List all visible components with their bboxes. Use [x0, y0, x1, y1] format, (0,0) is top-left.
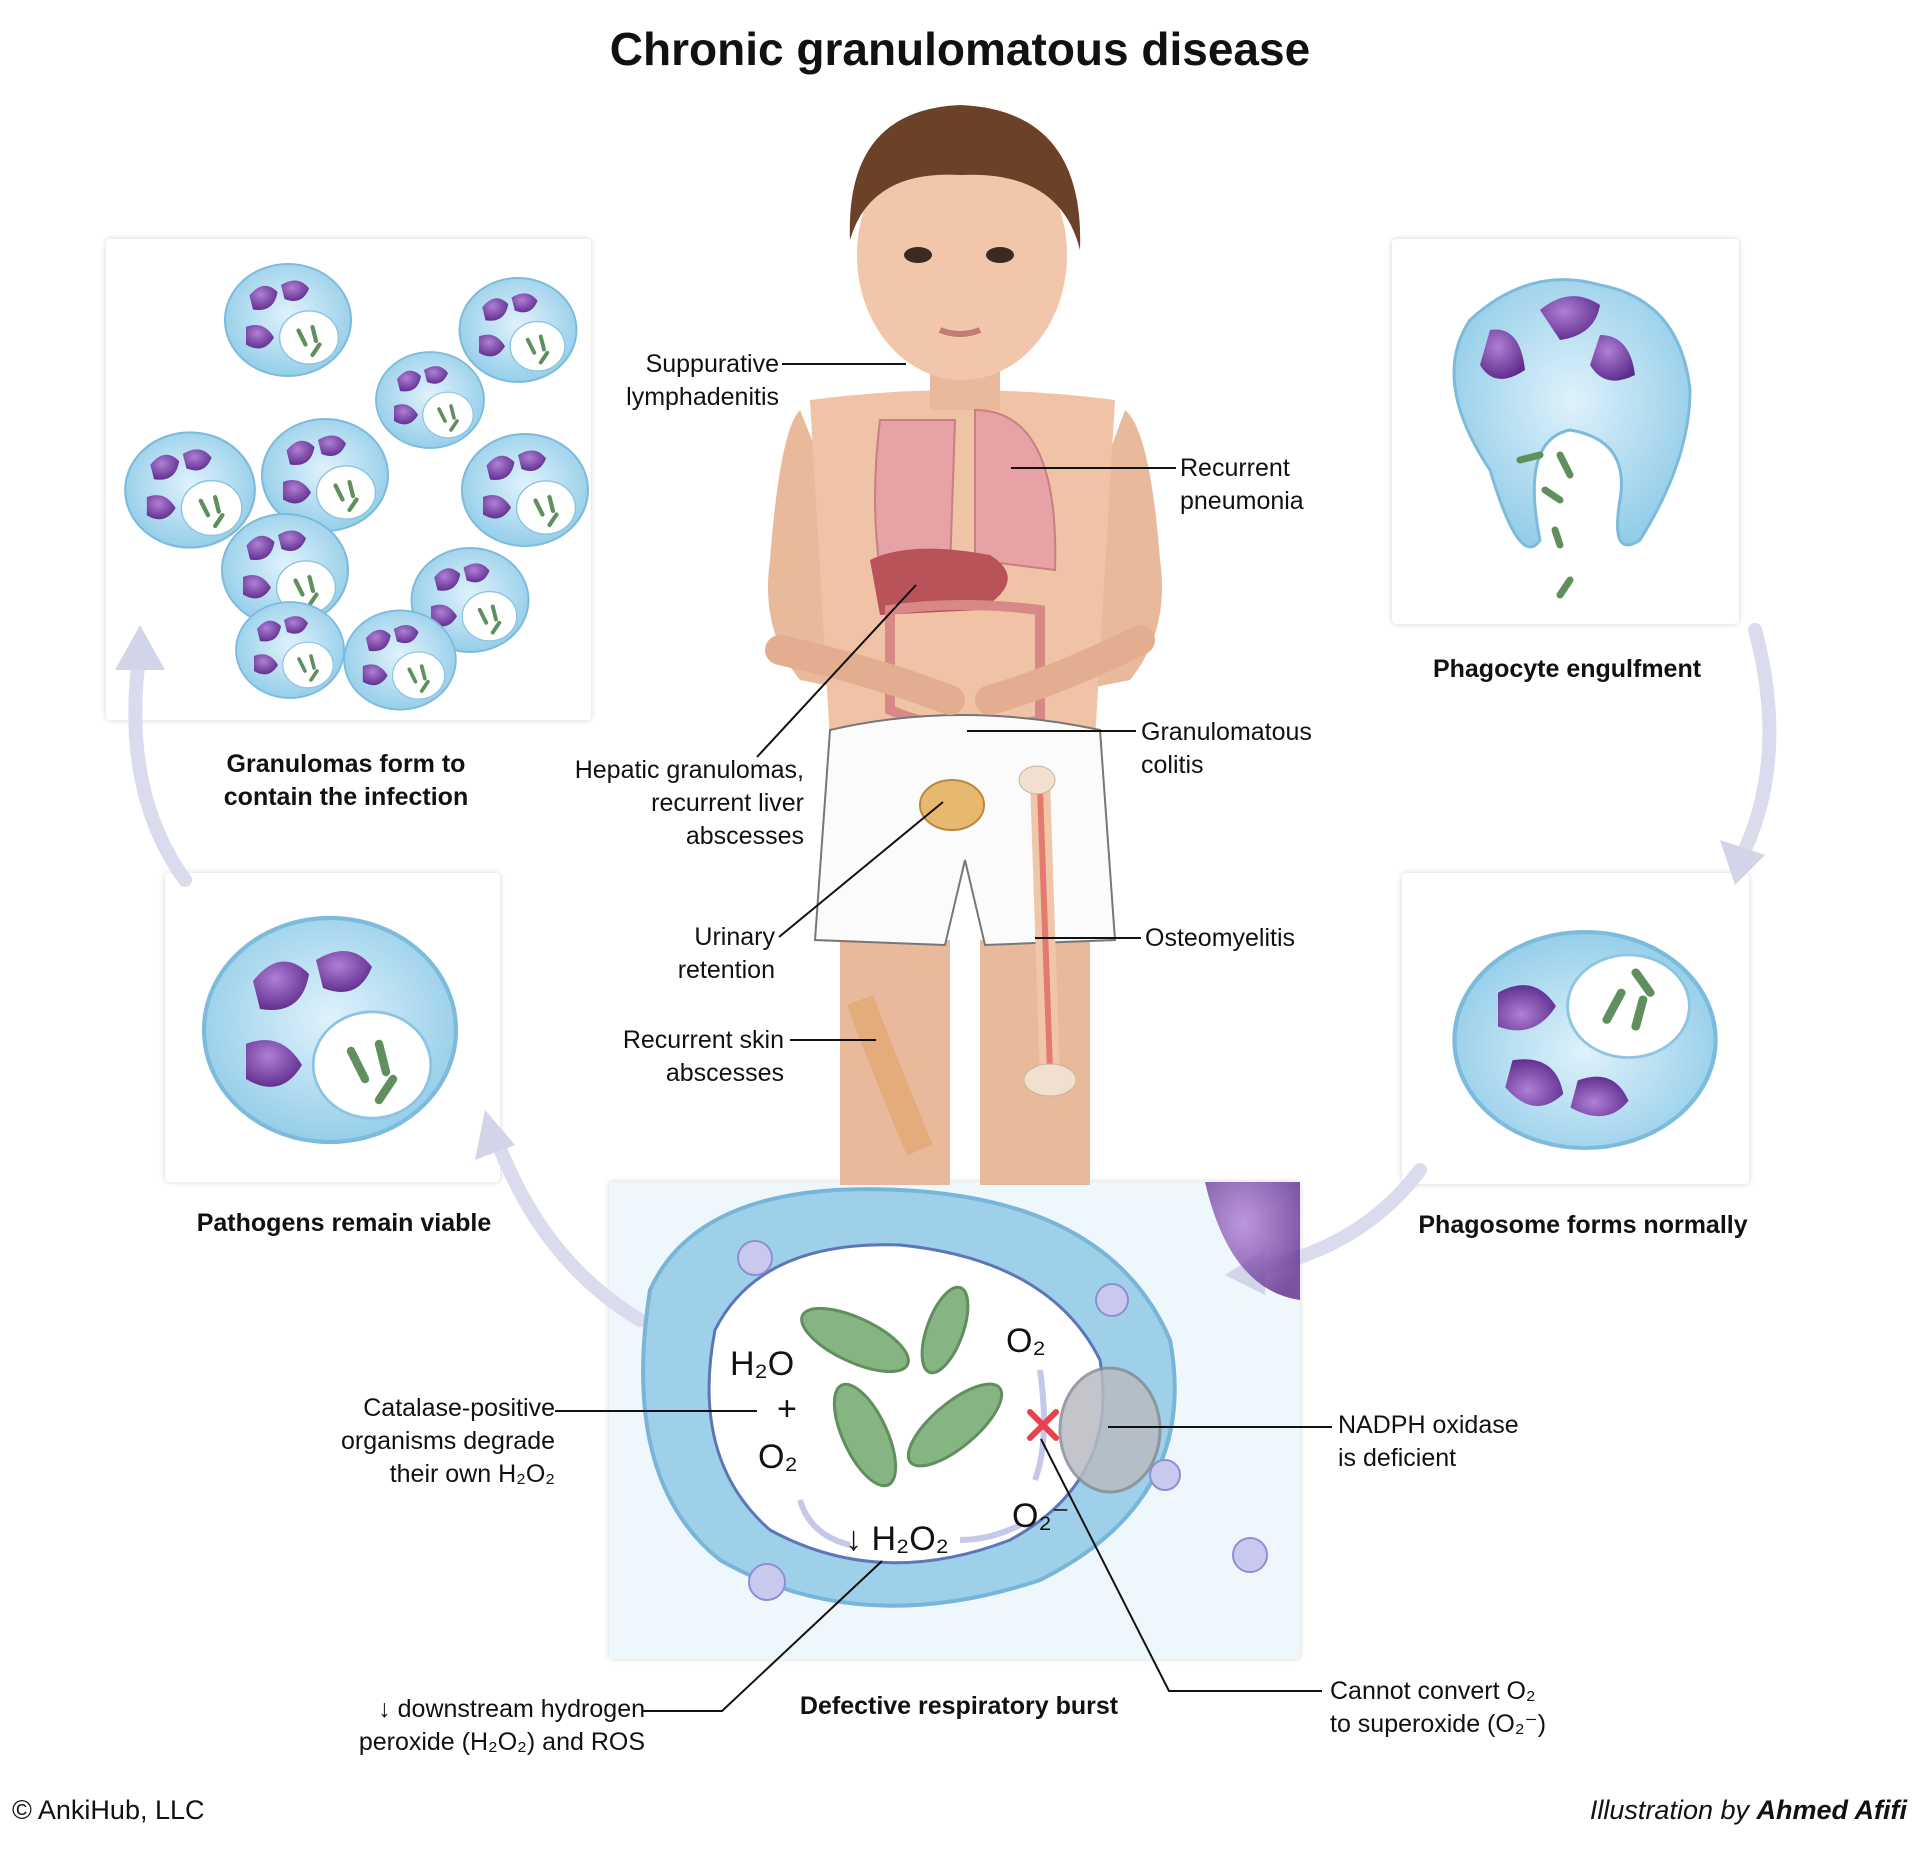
- callout-hepatic: Hepatic granulomas, recurrent liver absces…: [575, 754, 804, 853]
- o2-product-label: O₂: [758, 1438, 798, 1476]
- callout-pneumonia: Recurrent pneumonia: [1180, 452, 1304, 518]
- h2o2-label: ↓ H₂O₂: [845, 1520, 949, 1558]
- callout-text: Cannot convert O₂: [1330, 1677, 1536, 1705]
- copyright: © AnkiHub, LLC: [12, 1795, 205, 1825]
- callout-text: recurrent liver: [651, 789, 804, 817]
- callout-text: to superoxide (O₂⁻): [1330, 1710, 1547, 1738]
- granulomas-label-line1: Granulomas form to: [226, 750, 466, 778]
- callout-text: pneumonia: [1180, 487, 1304, 515]
- callout-text: colitis: [1141, 751, 1204, 779]
- callout-text: is deficient: [1338, 1444, 1457, 1472]
- callout-text: Catalase-positive: [363, 1394, 555, 1422]
- credit-name: Ahmed Afifi: [1756, 1795, 1908, 1825]
- callout-text: Recurrent: [1180, 454, 1290, 482]
- granulomas-label-line2: contain the infection: [223, 783, 469, 811]
- callout-text: ↓ downstream hydrogen: [378, 1695, 645, 1723]
- callout-osteomyelitis: Osteomyelitis: [1145, 924, 1296, 952]
- granulomas-label: Granulomas form to contain the infection: [224, 748, 468, 814]
- callout-colitis: Granulomatous colitis: [1141, 716, 1312, 782]
- callout-text: peroxide (H₂O₂) and ROS: [358, 1728, 645, 1756]
- viable-label: Pathogens remain viable: [196, 1209, 492, 1237]
- plus-label: +: [777, 1390, 797, 1428]
- callout-text: abscesses: [685, 822, 804, 850]
- callout-nadph: NADPH oxidase is deficient: [1338, 1409, 1519, 1475]
- leader-lines: [555, 363, 1332, 1712]
- callout-text: Hepatic granulomas,: [574, 756, 804, 784]
- callout-skin: Recurrent skin abscesses: [623, 1024, 784, 1090]
- callout-text: NADPH oxidase: [1338, 1411, 1519, 1439]
- callout-text: lymphadenitis: [626, 383, 779, 411]
- x-mark-icon: [1027, 1409, 1059, 1441]
- engulfment-label: Phagocyte engulfment: [1432, 655, 1702, 683]
- h2o-label: H₂O: [730, 1345, 795, 1383]
- callout-text: Granulomatous: [1141, 718, 1312, 746]
- callout-lymphadenitis: Suppurative lymphadenitis: [626, 348, 779, 414]
- callout-urinary: Urinary retention: [678, 921, 775, 987]
- callout-downstream: ↓ downstream hydrogen peroxide (H₂O₂) and…: [359, 1693, 645, 1759]
- callout-text: their own H₂O₂: [389, 1460, 555, 1488]
- callout-text: organisms degrade: [340, 1427, 555, 1455]
- callout-text: Suppurative: [645, 350, 779, 378]
- phagosome-label: Phagosome forms normally: [1418, 1211, 1748, 1239]
- page-title: Chronic granulomatous disease: [609, 23, 1311, 75]
- callout-catalase: Catalase-positive organisms degrade their …: [341, 1392, 555, 1491]
- callout-text: abscesses: [665, 1059, 784, 1087]
- superoxide-label: O₂⁻: [1012, 1497, 1070, 1535]
- respiratory-burst-cell: [641, 1182, 1300, 1608]
- callout-text: Urinary: [694, 923, 775, 951]
- callout-convert: Cannot convert O₂ to superoxide (O₂⁻): [1330, 1675, 1546, 1741]
- callout-text: retention: [677, 956, 775, 984]
- credit-prefix: Illustration by: [1589, 1795, 1757, 1825]
- child-figure: [765, 105, 1162, 1185]
- illustration-credit: Illustration by Ahmed Afifi: [1590, 1794, 1907, 1827]
- burst-label: Defective respiratory burst: [799, 1692, 1119, 1720]
- o2-substrate-label: O₂: [1006, 1322, 1046, 1360]
- callout-text: Recurrent skin: [622, 1026, 784, 1054]
